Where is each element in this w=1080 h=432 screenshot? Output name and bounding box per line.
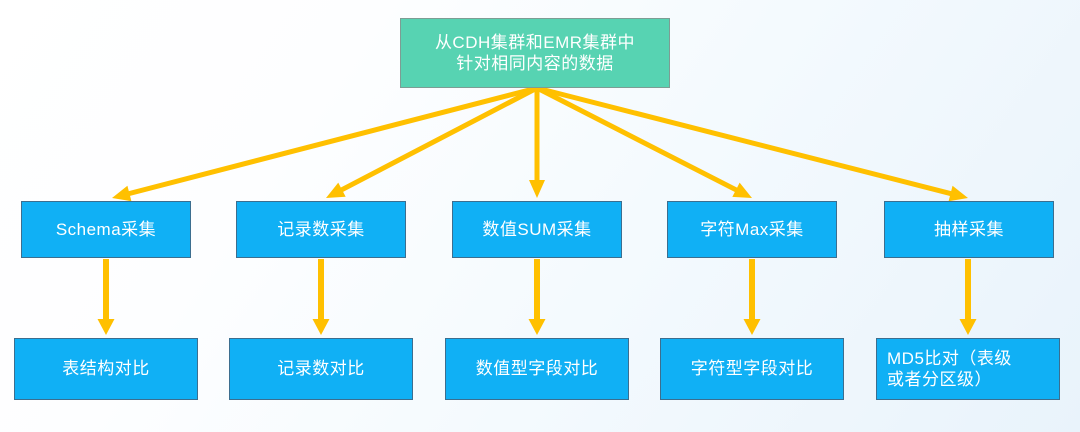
node-collect-1-label: 记录数采集 — [277, 219, 365, 239]
node-collect-0-label: Schema采集 — [55, 219, 157, 239]
node-source-data: 从CDH集群和EMR集群中 针对相同内容的数据 — [400, 18, 670, 88]
node-compare-1: 记录数对比 — [229, 338, 413, 400]
down-arrow-3 — [743, 259, 761, 335]
node-compare-2: 数值型字段对比 — [445, 338, 629, 400]
node-collect-4: 抽样采集 — [884, 201, 1054, 258]
node-collect-1: 记录数采集 — [236, 201, 406, 258]
node-compare-0: 表结构对比 — [14, 338, 198, 400]
fan-arrow-2 — [529, 88, 545, 198]
node-collect-0: Schema采集 — [21, 201, 191, 258]
node-compare-4-label: MD5比对（表级 或者分区级） — [887, 348, 1012, 389]
node-source-data-label: 从CDH集群和EMR集群中 针对相同内容的数据 — [434, 32, 636, 73]
down-arrow-0 — [97, 259, 115, 335]
fan-arrow-4 — [536, 85, 968, 202]
node-compare-3-label: 字符型字段对比 — [690, 359, 814, 379]
node-compare-0-label: 表结构对比 — [62, 359, 150, 379]
node-compare-4: MD5比对（表级 或者分区级） — [876, 338, 1060, 400]
node-collect-3-label: 字符Max采集 — [700, 219, 804, 239]
fan-arrow-3 — [535, 85, 752, 198]
node-collect-4-label: 抽样采集 — [934, 219, 1004, 239]
fan-arrow-1 — [326, 85, 539, 198]
node-compare-2-label: 数值型字段对比 — [475, 359, 599, 379]
node-compare-3: 字符型字段对比 — [660, 338, 844, 400]
down-arrow-1 — [312, 259, 330, 335]
node-collect-2: 数值SUM采集 — [452, 201, 622, 258]
node-collect-2-label: 数值SUM采集 — [482, 219, 592, 239]
down-arrow-4 — [959, 259, 977, 335]
down-arrow-2 — [528, 259, 546, 335]
fan-arrow-0 — [112, 85, 538, 202]
node-collect-3: 字符Max采集 — [667, 201, 837, 258]
node-compare-1-label: 记录数对比 — [277, 359, 365, 379]
